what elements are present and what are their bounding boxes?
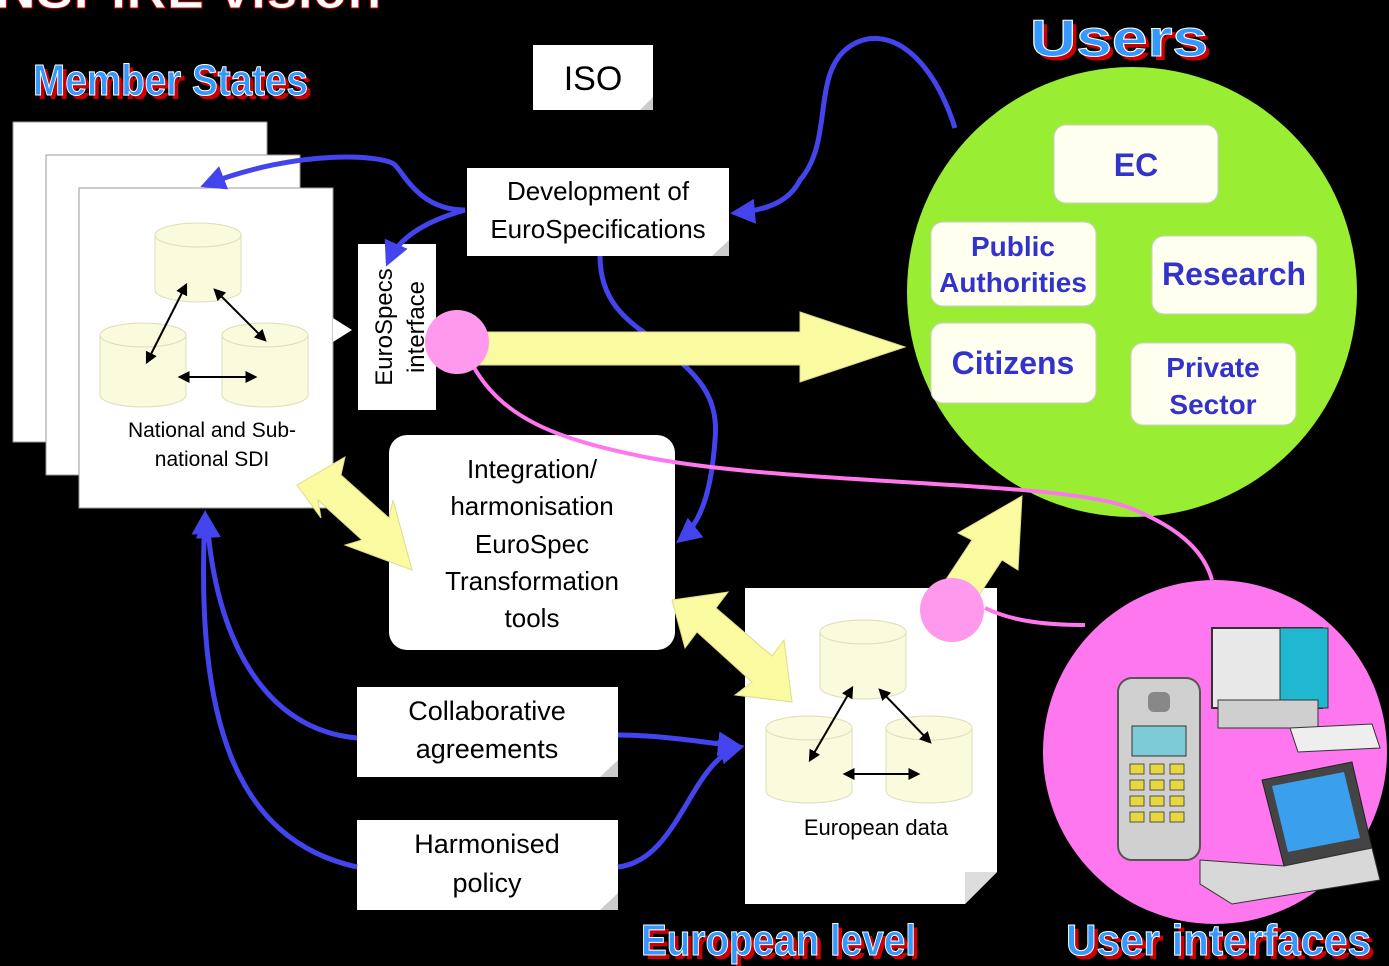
european-data-box: European data <box>745 588 997 904</box>
user-private-sector: Private Sector <box>1130 342 1297 426</box>
laptop-icon <box>1199 761 1381 905</box>
user-public-authorities: Public Authorities <box>930 221 1097 307</box>
svg-text:National and Sub-: National and Sub- <box>128 419 296 442</box>
users-circle: EC Public Authorities Research Citizens … <box>907 67 1357 517</box>
mobile-phone-icon <box>1117 677 1201 861</box>
svg-text:EuroSpec: EuroSpec <box>475 529 589 559</box>
database-icon <box>885 715 973 804</box>
users-heading: Users Users <box>1030 10 1213 73</box>
svg-text:ISO: ISO <box>564 60 623 98</box>
svg-text:EuroSpecifications: EuroSpecifications <box>490 214 705 244</box>
blue-arrows <box>191 35 958 870</box>
user-ec: EC <box>1053 124 1219 204</box>
database-icon <box>154 222 242 303</box>
eurospecs-interface-box: EuroSpecs interface <box>358 244 436 410</box>
svg-text:European data: European data <box>804 815 949 840</box>
collaborative-agreements-box: Collaborative agreements <box>357 687 618 777</box>
svg-text:agreements: agreements <box>416 734 559 764</box>
svg-text:EC: EC <box>1114 147 1158 183</box>
svg-text:Transformation: Transformation <box>445 566 619 596</box>
svg-text:Authorities: Authorities <box>939 267 1087 298</box>
harmonised-policy-box: Harmonised policy <box>357 820 618 910</box>
svg-text:tools: tools <box>505 603 560 633</box>
svg-text:Citizens: Citizens <box>952 345 1075 381</box>
iso-box: ISO <box>533 45 653 110</box>
svg-text:Private: Private <box>1166 352 1259 383</box>
svg-text:national SDI: national SDI <box>155 448 269 471</box>
european-level-heading: European level European level <box>641 916 921 966</box>
svg-text:Public: Public <box>971 231 1055 262</box>
connector-node <box>425 310 489 374</box>
svg-text:Users: Users <box>1030 10 1208 68</box>
svg-text:Research: Research <box>1162 256 1306 292</box>
user-interfaces-heading: User interfaces User interfaces <box>1066 916 1376 966</box>
svg-text:Member States: Member States <box>37 60 312 109</box>
svg-text:Integration/: Integration/ <box>467 454 598 484</box>
desktop-computer-icon <box>1211 627 1381 753</box>
user-interfaces-circle <box>1043 580 1387 924</box>
national-sdi-stack: National and Sub- national SDI <box>12 121 352 509</box>
svg-text:harmonisation: harmonisation <box>450 491 613 521</box>
database-icon <box>99 322 187 408</box>
svg-text:Development of: Development of <box>507 176 690 206</box>
svg-text:European level: European level <box>645 920 920 966</box>
svg-text:EuroSpecs: EuroSpecs <box>371 268 398 385</box>
svg-text:User interfaces: User interfaces <box>1070 920 1375 966</box>
svg-text:Collaborative: Collaborative <box>408 696 566 726</box>
database-icon <box>819 619 907 700</box>
svg-text:Users: Users <box>1034 14 1212 72</box>
svg-text:Member States: Member States <box>33 56 308 105</box>
connector-node <box>920 578 984 642</box>
database-icon <box>765 715 853 804</box>
page-title: INSPIRE vision <box>0 0 381 20</box>
development-box: Development of EuroSpecifications <box>467 168 729 256</box>
svg-text:European level: European level <box>641 916 916 965</box>
svg-text:Sector: Sector <box>1169 389 1256 420</box>
integration-box: Integration/ harmonisation EuroSpec Tran… <box>389 435 675 650</box>
user-research: Research <box>1151 235 1318 315</box>
svg-text:policy: policy <box>452 868 522 898</box>
svg-text:Harmonised: Harmonised <box>414 829 560 859</box>
pink-connector <box>468 359 1214 627</box>
user-citizens: Citizens <box>930 322 1097 404</box>
svg-text:interface: interface <box>403 281 430 373</box>
member-states-heading: Member States Member States <box>33 56 313 110</box>
database-icon <box>221 322 309 408</box>
